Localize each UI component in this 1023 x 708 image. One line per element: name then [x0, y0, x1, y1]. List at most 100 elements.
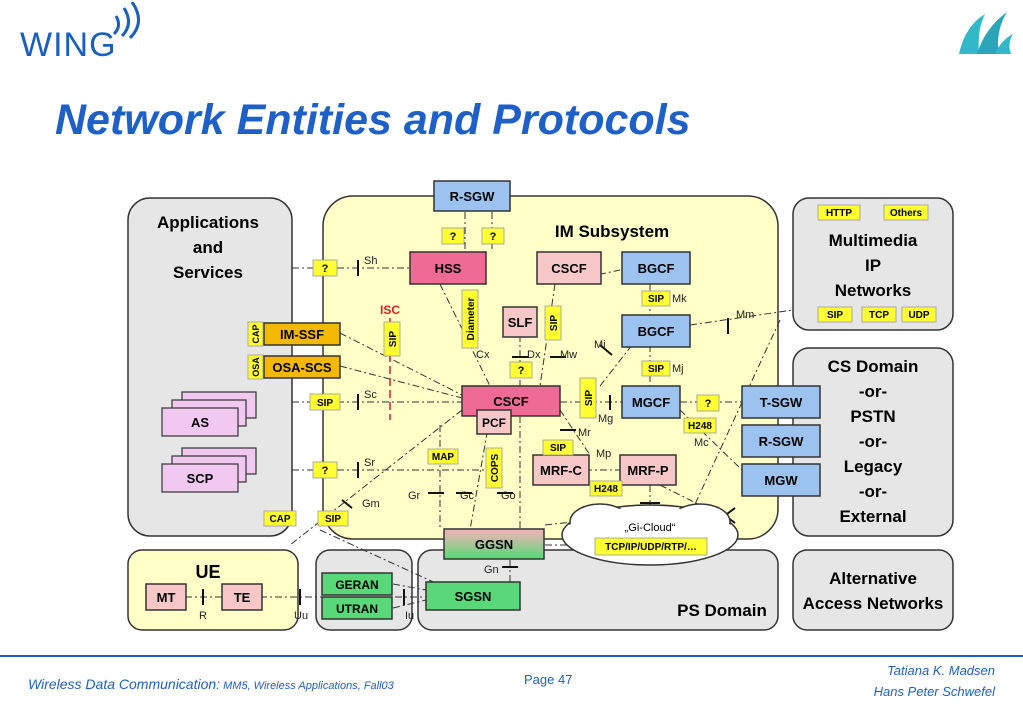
tag-sip-mm: SIP [827, 310, 843, 321]
label-mr: Mr [578, 427, 591, 439]
university-logo-icon [959, 12, 1013, 54]
label-isc: ISC [380, 303, 400, 317]
ue-title: UE [195, 562, 220, 582]
ggsn-box [443, 528, 545, 560]
label-gm: Gm [362, 498, 380, 510]
footer-page-number: Page 47 [524, 672, 573, 687]
geran-label: GERAN [335, 578, 378, 592]
slf-box [502, 306, 538, 338]
pcf-label: PCF [482, 416, 506, 430]
bgcf-2-box [621, 314, 691, 348]
tag-q1: ? [450, 231, 457, 243]
mrf-p-label: MRF-P [627, 463, 668, 478]
tag-sip-isc: SIP [388, 331, 399, 347]
label-gn: Gn [484, 564, 499, 576]
mt-box [145, 583, 187, 611]
label-sr: Sr [364, 457, 375, 469]
applications-title-line1: Applications [157, 213, 259, 232]
utran-box [321, 596, 393, 620]
sgsn-box [425, 581, 521, 611]
mgw-label: MGW [764, 473, 798, 488]
tag-udp: UDP [908, 310, 929, 321]
tag-map: MAP [432, 452, 455, 463]
r-sgw-top-box [433, 180, 511, 212]
label-dx: Dx [527, 349, 541, 361]
label-go: Go [501, 490, 516, 502]
footer-rule [0, 655, 1023, 657]
mgcf-box [621, 385, 681, 419]
tag-diameter: Diameter [466, 298, 477, 341]
label-mj: Mj [672, 363, 684, 375]
footer-course: Wireless Data Communication: MM5, Wirele… [28, 676, 394, 694]
tag-sip-mr: SIP [550, 443, 566, 454]
region-multimedia [792, 197, 954, 331]
label-mk: Mk [672, 293, 687, 305]
slf-label: SLF [508, 315, 533, 330]
utran-label: UTRAN [336, 602, 378, 616]
sgsn-label: SGSN [455, 589, 492, 604]
mt-label: MT [157, 590, 176, 605]
cs-domain-line5: Legacy [844, 457, 903, 476]
page-title: Network Entities and Protocols [55, 96, 691, 144]
mgcf-label: MGCF [632, 395, 670, 410]
tag-tcp-ip: TCP/IP/UDP/RTP/… [605, 542, 697, 553]
tag-q-sr: ? [322, 465, 329, 477]
label-mp: Mp [596, 448, 611, 460]
as-stack [161, 391, 257, 437]
mrf-p-box [619, 454, 677, 486]
pink-nodes [145, 251, 677, 611]
label-mc: Mc [694, 437, 709, 449]
pcf-box [476, 409, 512, 435]
wifi-waves-icon [112, 2, 140, 40]
label-mw: Mw [560, 349, 577, 361]
label-uu: Uu [294, 610, 308, 622]
geran-box [321, 572, 393, 596]
label-mi: Mi [594, 339, 606, 351]
region-im-subsystem [322, 195, 779, 540]
yellow-tags [247, 204, 937, 556]
r-sgw-right-label: R-SGW [759, 434, 805, 449]
tag-http: HTTP [826, 208, 852, 219]
te-box [221, 583, 263, 611]
footer-author-2: Hans Peter Schwefel [873, 684, 995, 699]
multimedia-title-line2: IP [865, 256, 881, 275]
applications-title-line3: Services [173, 263, 243, 282]
im-ssf-box [263, 322, 341, 346]
label-iu: Iu [405, 610, 414, 622]
im-ssf-label: IM-SSF [280, 327, 324, 342]
cscf-top-box [536, 251, 602, 285]
r-sgw-right-box [741, 424, 821, 458]
tag-cap-side: CAP [251, 324, 261, 343]
cs-domain-line6: -or- [859, 482, 887, 501]
im-subsystem-title: IM Subsystem [555, 222, 669, 241]
tag-sip-bgcf2: SIP [648, 364, 664, 375]
ggsn-label: GGSN [475, 537, 513, 552]
cs-domain-line7: External [839, 507, 906, 526]
t-sgw-label: T-SGW [760, 395, 803, 410]
label-sc: Sc [364, 389, 377, 401]
tag-sip-sc: SIP [317, 398, 333, 409]
bgcf-1-label: BGCF [638, 261, 675, 276]
hss-label: HSS [435, 261, 462, 276]
multimedia-title-line1: Multimedia [829, 231, 918, 250]
alt-access-line1: Alternative [829, 569, 917, 588]
green-nodes [321, 572, 521, 620]
cscf-top-label: CSCF [551, 261, 586, 276]
as-label: AS [191, 415, 209, 430]
label-gc: Gc [460, 490, 475, 502]
bgcf-2-label: BGCF [638, 324, 675, 339]
osa-scs-label: OSA-SCS [272, 360, 332, 375]
mgw-box [741, 463, 821, 497]
mrf-c-box [532, 454, 590, 486]
tag-q-mgcf: ? [705, 398, 712, 410]
tag-tcp: TCP [869, 310, 889, 321]
label-cx: Cx [476, 349, 490, 361]
orange-nodes [263, 322, 341, 379]
cs-domain-line3: PSTN [850, 407, 895, 426]
applications-title-line2: and [193, 238, 223, 257]
cs-domain-line2: -or- [859, 382, 887, 401]
gi-cloud [561, 503, 739, 566]
cscf-main-label: CSCF [493, 394, 528, 409]
hss-box [409, 251, 487, 285]
